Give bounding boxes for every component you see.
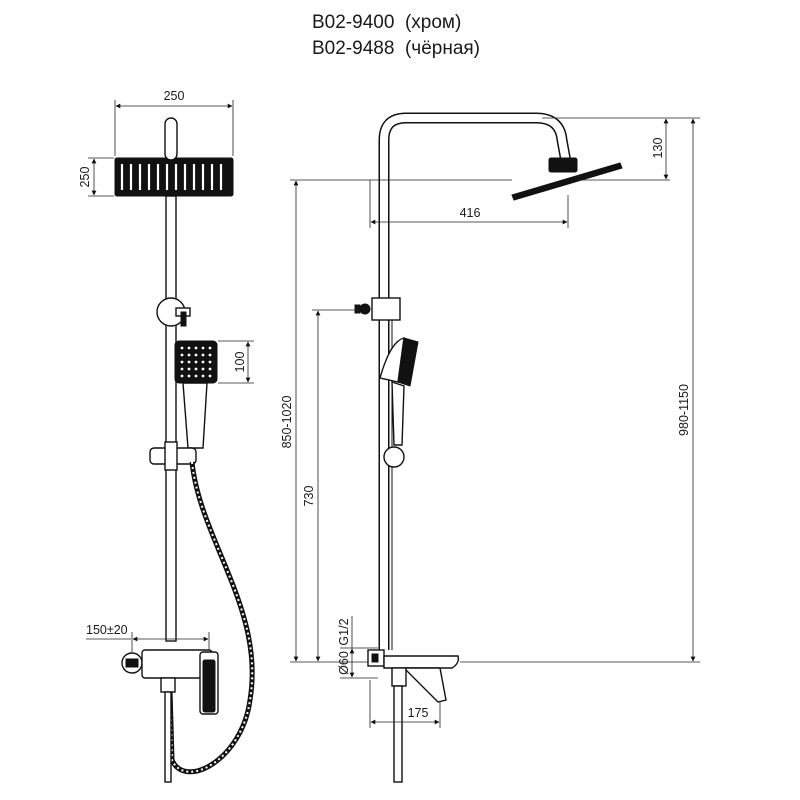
column-front <box>165 195 177 642</box>
side-view: 416 130 980-1150 850-1020 730 <box>280 112 700 783</box>
label-arm-reach: 416 <box>460 206 481 220</box>
label-head-width: 250 <box>164 89 185 103</box>
dim-mixer-spacing: 150±20 <box>86 623 210 652</box>
hand-shower-front <box>174 340 218 449</box>
pipe-top-front <box>164 117 178 161</box>
variant-black: (чёрная) <box>404 38 481 59</box>
title-line-1: B02-9400 (хром) <box>312 12 461 34</box>
dim-spout-length: 175 <box>369 680 441 728</box>
dim-thread: G1/2 <box>337 616 353 652</box>
dim-column-height: 850-1020 <box>280 179 512 663</box>
dim-head-drop: 130 <box>542 117 700 181</box>
label-head-depth: 250 <box>78 167 92 188</box>
model-code-black: B02-9488 <box>312 38 395 59</box>
label-column-height: 850-1020 <box>280 396 294 449</box>
bath-spout-hose <box>164 691 172 783</box>
rain-shower-head-side <box>511 157 623 201</box>
label-mixer-spacing: 150±20 <box>86 623 128 637</box>
dim-arm-reach: 416 <box>369 180 569 228</box>
column-side <box>378 112 572 650</box>
hose-side <box>393 685 403 783</box>
variant-chrome: (хром) <box>404 12 462 33</box>
dim-head-depth: 250 <box>78 157 114 197</box>
dim-hand-shower: 100 <box>218 340 254 384</box>
label-total-height: 980-1150 <box>677 384 691 436</box>
mixer-front <box>121 649 219 783</box>
dim-total-height: 980-1150 <box>460 118 700 663</box>
model-code-chrome: B02-9400 <box>312 12 395 33</box>
dim-head-width: 250 <box>114 89 234 156</box>
hose-front <box>167 461 255 775</box>
diverter-front <box>156 297 191 327</box>
label-head-drop: 130 <box>651 138 665 159</box>
diverter-side <box>354 297 401 321</box>
label-spout-length: 175 <box>408 706 429 720</box>
dim-holder-height: 730 <box>302 309 360 662</box>
label-holder-height: 730 <box>302 486 316 507</box>
front-view: 250 250 100 150±20 <box>78 89 255 783</box>
slide-holder-front <box>149 441 197 471</box>
mixer-side <box>367 649 460 783</box>
title-line-2: B02-9488 (чёрная) <box>312 38 480 60</box>
label-thread: G1/2 <box>337 618 351 645</box>
hand-shower-side <box>379 337 419 468</box>
rain-shower-head-front <box>114 157 234 197</box>
dim-flange-diameter: Ø60 <box>337 647 378 679</box>
label-hand-shower-size: 100 <box>233 352 247 373</box>
label-flange-diameter: Ø60 <box>337 651 351 675</box>
